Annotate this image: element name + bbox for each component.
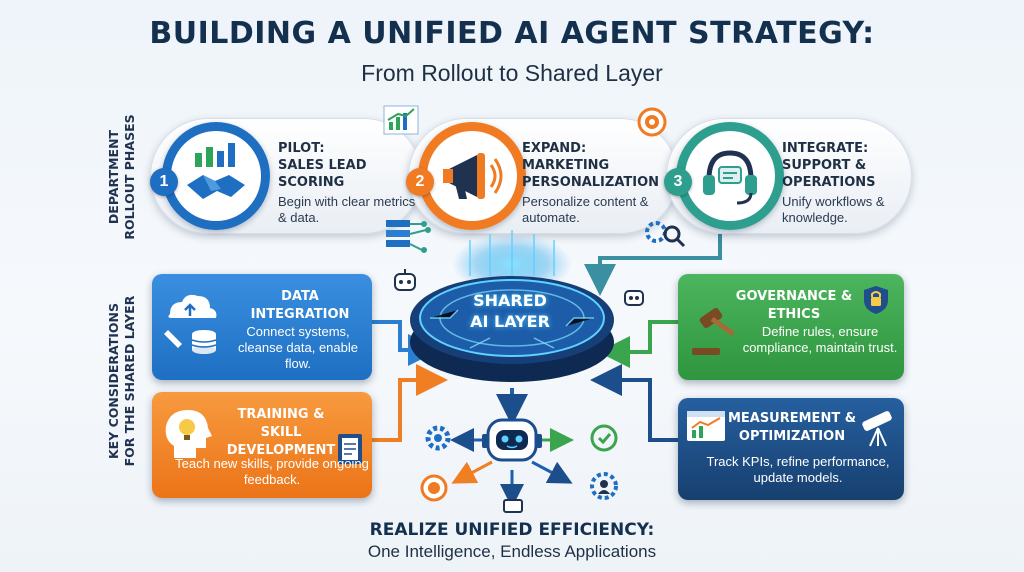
card-description: Define rules, ensure compliance, maintai… xyxy=(742,324,898,355)
phase-title: INTEGRATE: xyxy=(782,141,869,156)
phase-title: PILOT: xyxy=(278,141,325,156)
phase-pilot-icon-circle xyxy=(162,122,270,230)
page-title: BUILDING A UNIFIED AI AGENT STRATEGY: xyxy=(149,16,875,51)
gavel-icon xyxy=(692,307,735,355)
phase-title: EXPAND: xyxy=(522,141,587,156)
card-title: DATA INTEGRATION xyxy=(250,289,350,322)
governance-card: GOVERNANCE & ETHICS Define rules, ensure… xyxy=(678,274,904,380)
card-title: MEASUREMENT & OPTIMIZATION xyxy=(727,411,857,444)
training-card: TRAINING & SKILL DEVELOPMENT Teach new s… xyxy=(152,392,372,498)
cloud-database-icon xyxy=(164,294,217,354)
card-title: GOVERNANCE & ETHICS xyxy=(735,289,853,322)
phase-expand-text: EXPAND: MARKETING PERSONALIZATION Person… xyxy=(522,140,672,226)
phase-number-badge: 1 xyxy=(150,168,178,196)
phase-pilot-text: PILOT: SALES LEAD SCORING Begin with cle… xyxy=(278,140,418,226)
phase-description: Begin with clear metrics & data. xyxy=(278,194,416,225)
phase-number-badge: 3 xyxy=(664,168,692,196)
hub-label: SHARED AI LAYER xyxy=(470,291,550,331)
data-integration-card: DATA INTEGRATION Connect systems, cleans… xyxy=(152,274,372,380)
book-icon xyxy=(338,434,362,464)
phase-description: Unify workflows & knowledge. xyxy=(782,194,885,225)
phase-subtitle: SUPPORT & OPERATIONS xyxy=(782,158,876,190)
card-title: TRAINING & SKILL DEVELOPMENT xyxy=(226,407,336,458)
phase-expand-icon-circle xyxy=(418,122,526,230)
card-description: Connect systems, cleanse data, enable fl… xyxy=(238,324,358,371)
phase-subtitle: MARKETING PERSONALIZATION xyxy=(522,158,660,190)
phase-description: Personalize content & automate. xyxy=(522,194,649,225)
phase-integrate-text: INTEGRATE: SUPPORT & OPERATIONS Unify wo… xyxy=(782,140,908,226)
phase-integrate-icon-circle xyxy=(676,122,784,230)
head-lightbulb-icon xyxy=(165,410,212,458)
measurement-card: MEASUREMENT & OPTIMIZATION Track KPIs, r… xyxy=(678,398,904,500)
footer-subtitle: One Intelligence, Endless Applications xyxy=(367,542,657,561)
page-subtitle: From Rollout to Shared Layer xyxy=(361,60,663,86)
shield-lock-icon xyxy=(864,286,888,314)
card-description: Track KPIs, refine performance, update m… xyxy=(706,454,890,485)
dashboard-icon xyxy=(687,411,725,441)
phase-subtitle: SALES LEAD SCORING xyxy=(278,158,367,190)
phase-number-badge: 2 xyxy=(406,168,434,196)
telescope-icon xyxy=(862,411,892,447)
card-description: Teach new skills, provide ongoing feedba… xyxy=(175,456,369,487)
footer-title: REALIZE UNIFIED EFFICIENCY: xyxy=(369,520,655,540)
